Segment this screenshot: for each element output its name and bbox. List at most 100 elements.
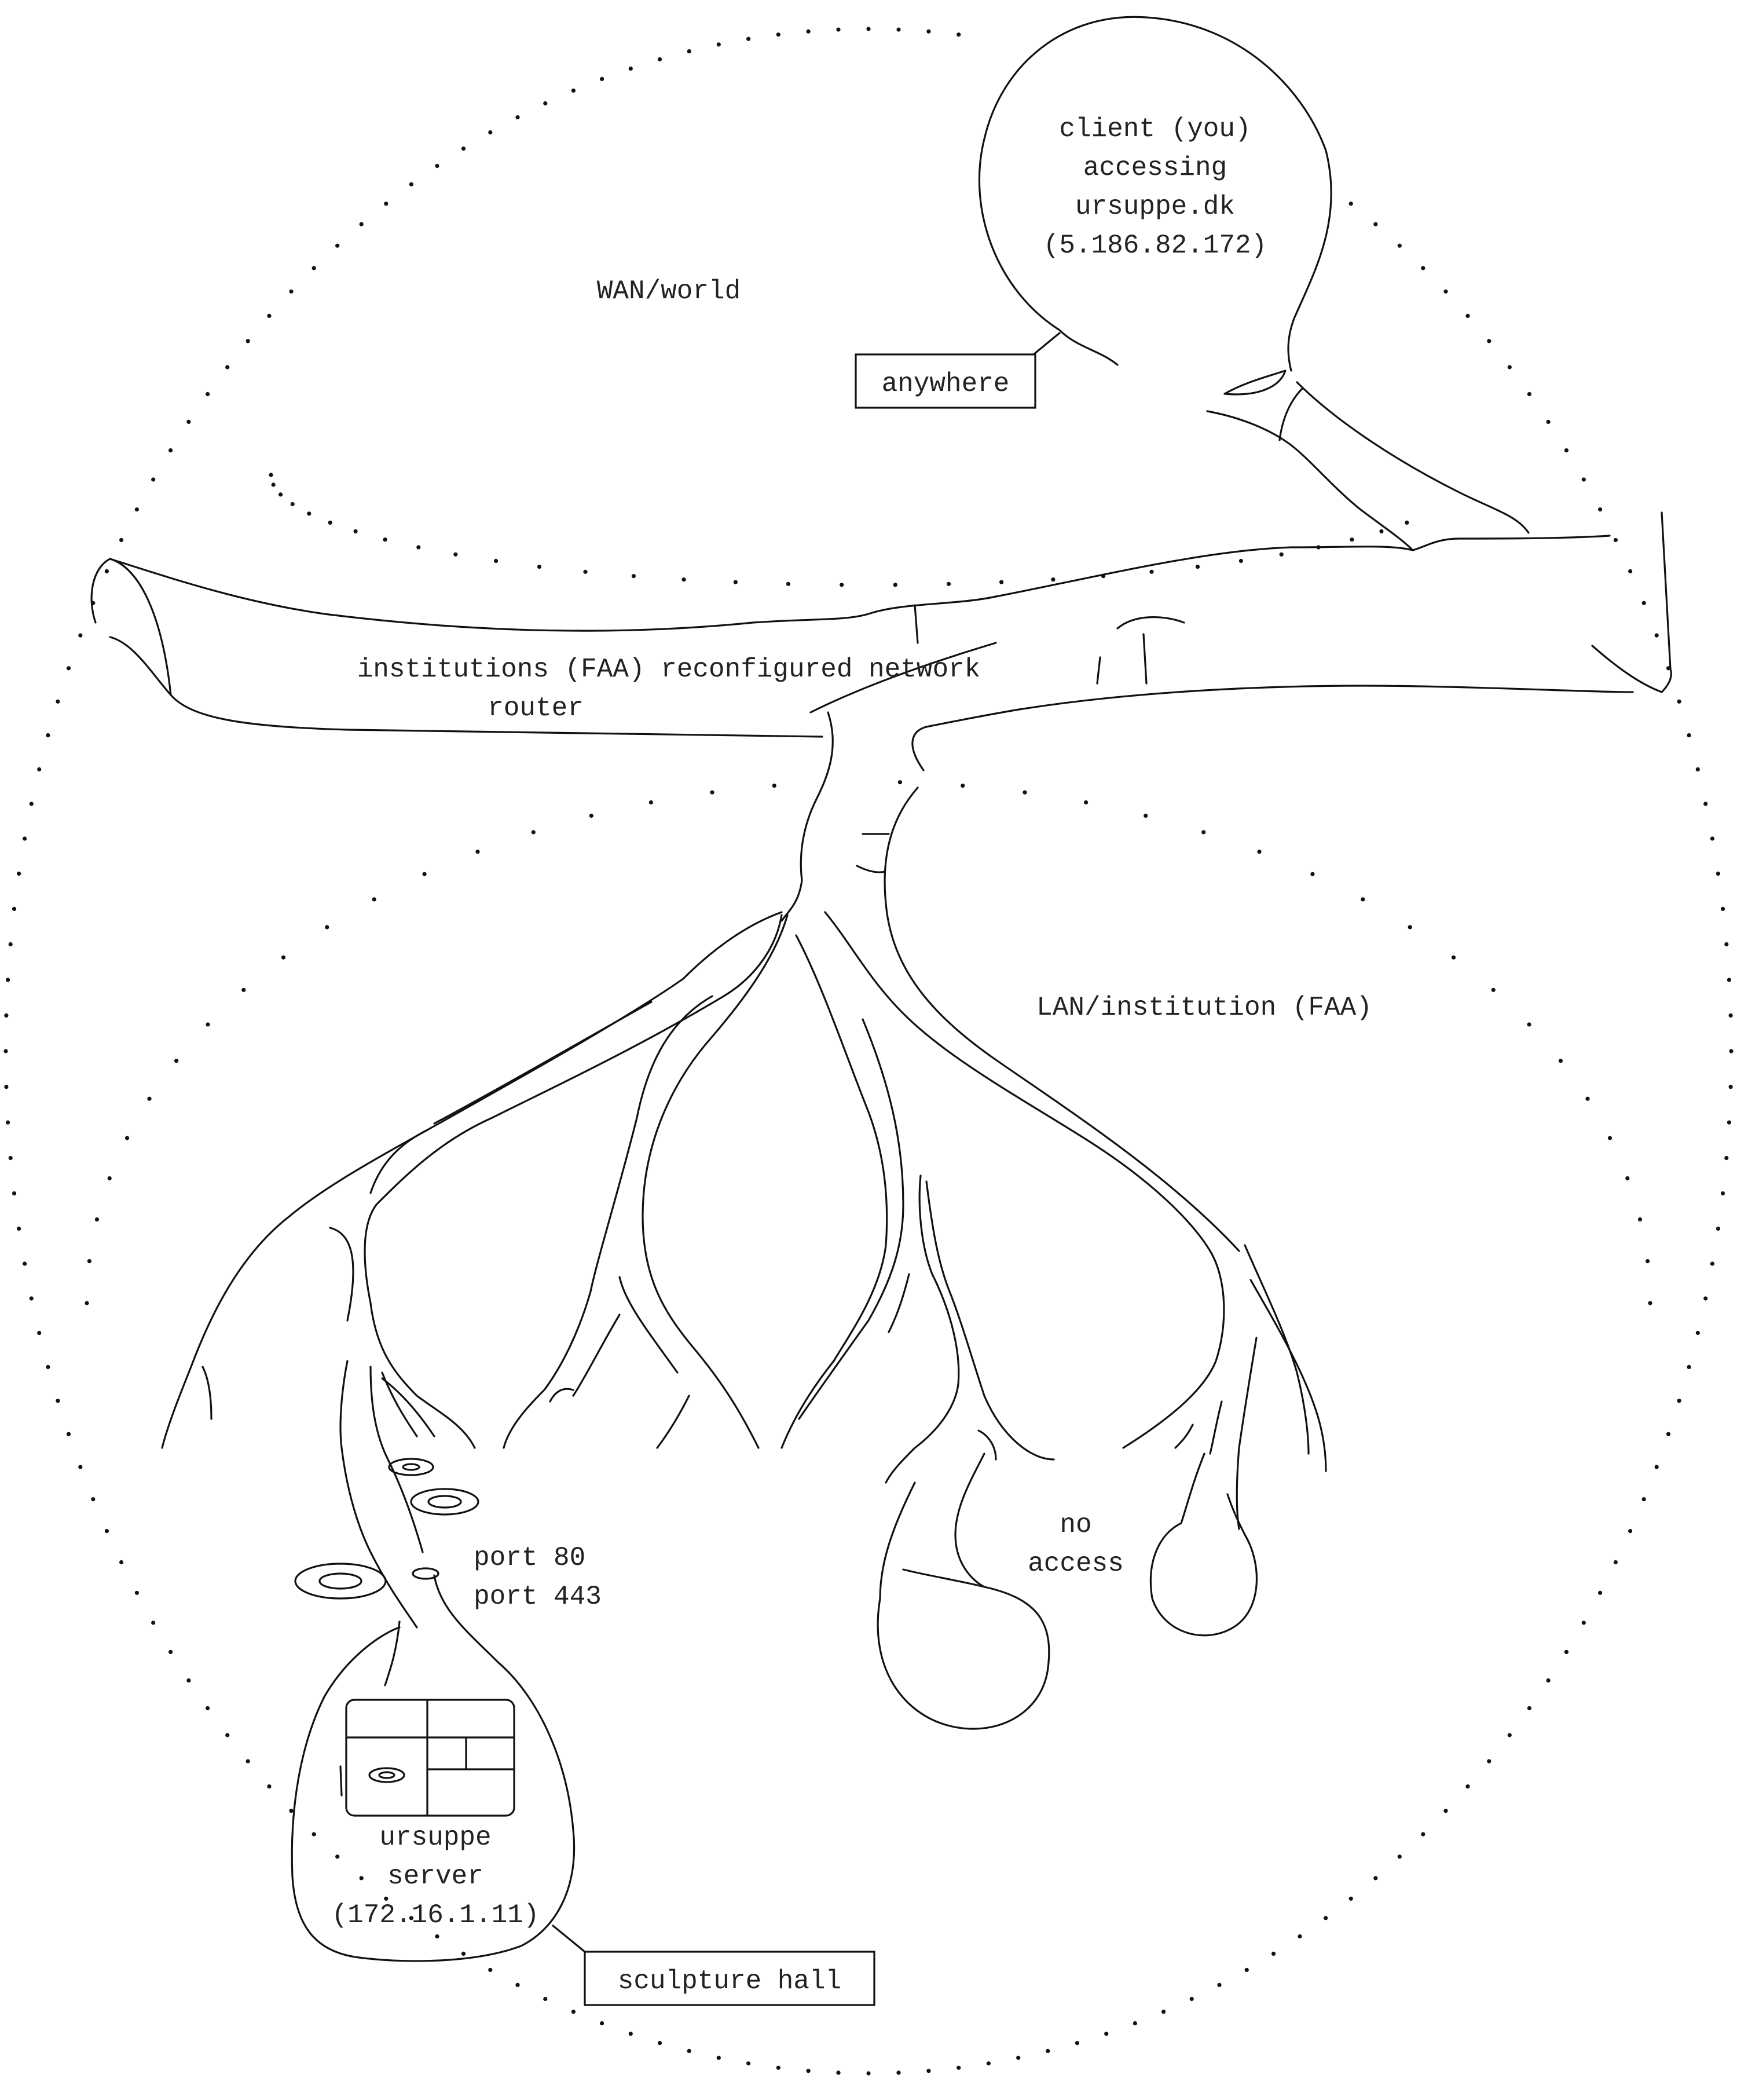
lan-boundary-dot: [1144, 814, 1148, 818]
boundary-dot: [1324, 1916, 1328, 1920]
boundary-dot: [1703, 802, 1707, 806]
boundary-dot: [135, 1591, 139, 1595]
server-leader-line: [553, 1926, 585, 1952]
no-access-bulb-left: [878, 1483, 1049, 1729]
boundary-dot: [289, 1809, 293, 1813]
trunk-right: [913, 727, 926, 770]
client-stem-notch: [1280, 388, 1303, 440]
lan-boundary-dot: [1648, 1301, 1652, 1305]
lan-boundary-dot: [206, 1022, 210, 1026]
boundary-dot: [658, 2041, 662, 2045]
boundary-dot: [1582, 1620, 1586, 1625]
lan-boundary-dot: [85, 1301, 89, 1305]
branch-5-f: [1237, 1338, 1256, 1529]
boundary-dot: [1443, 290, 1448, 294]
client-label-1: client (you): [1059, 114, 1251, 144]
branch-3: [643, 915, 787, 1448]
lan-boundary-dot: [1638, 1217, 1642, 1221]
boundary-dot: [1508, 1733, 1512, 1737]
port-80-label: port 80: [474, 1543, 585, 1573]
boundary-dot: [1729, 1085, 1733, 1089]
lan-boundary-dot: [372, 897, 376, 901]
router-mark-1: [915, 605, 918, 643]
boundary-dot: [1614, 538, 1618, 542]
wan-boundary-dot: [786, 582, 790, 586]
router-mark-2: [1097, 657, 1100, 683]
boundary-dot: [78, 1465, 82, 1469]
boundary-dot: [629, 67, 633, 71]
boundary-dot: [46, 1365, 50, 1369]
lan-boundary-dot: [898, 780, 902, 784]
sculpture-hall-box: sculpture hall: [585, 1952, 874, 2005]
boundary-dot: [1642, 601, 1646, 605]
boundary-dot: [957, 2066, 961, 2070]
boundary-dot: [225, 365, 229, 369]
lan-boundary-dot: [1527, 1022, 1531, 1026]
boundary-dot: [1245, 1968, 1249, 1972]
branch-5-e: [1251, 1280, 1326, 1471]
lan-boundary-dot: [423, 872, 427, 876]
boundary-dot: [1724, 942, 1728, 946]
sculpture-hall-label: sculpture hall: [618, 1966, 841, 1996]
boundary-dots: [3, 27, 1733, 2075]
router-top-edge: [110, 536, 1610, 631]
boundary-dot: [37, 767, 41, 771]
port-ring-large: [295, 1564, 386, 1598]
no-access-label-1: no: [1060, 1510, 1091, 1540]
boundary-dot: [30, 1296, 34, 1300]
boundary-dot: [78, 634, 82, 638]
wan-boundary-dot: [494, 559, 498, 563]
boundary-dot: [246, 339, 250, 343]
branch-3-c: [620, 1277, 677, 1373]
boundary-dot: [776, 32, 780, 36]
router-left-inner: [110, 637, 171, 695]
lan-boundary-dot: [1310, 872, 1314, 876]
boundary-dot: [571, 89, 576, 93]
boundary-dot: [1398, 1854, 1402, 1858]
boundary-dot: [1564, 1650, 1569, 1654]
boundary-dot: [4, 1085, 8, 1089]
boundary-dot: [1046, 2049, 1050, 2053]
boundary-dot: [360, 222, 364, 226]
wan-boundary-dot: [1051, 577, 1055, 581]
router-mark-arc: [1117, 617, 1184, 628]
boundary-dot: [1724, 1156, 1728, 1160]
branch-5-h: [1175, 1425, 1193, 1448]
lan-boundary-dot: [87, 1259, 91, 1263]
wan-boundary-dot: [947, 582, 951, 586]
boundary-dot: [896, 2070, 900, 2075]
boundary-dot: [1443, 1809, 1448, 1813]
boundary-dot: [1703, 1296, 1707, 1300]
lan-boundary-dot: [1585, 1097, 1589, 1101]
lan-boundary-dot: [1361, 897, 1365, 901]
wan-boundary-dot: [328, 521, 332, 525]
branch-1-outer: [162, 912, 782, 1448]
wan-boundary-dot: [1405, 521, 1409, 525]
boundary-dot: [384, 202, 388, 206]
boundary-dot: [105, 1529, 109, 1533]
lan-boundary-dot: [241, 988, 245, 992]
boundary-dot: [1687, 733, 1691, 737]
boundary-dot: [151, 1620, 155, 1625]
wan-boundary-dot: [1196, 565, 1200, 569]
lan-boundary-dot: [772, 784, 776, 788]
boundary-dot: [1016, 2056, 1020, 2060]
router-label-2: router: [488, 693, 584, 723]
wan-boundary-dot: [354, 529, 358, 533]
boundary-dot: [1727, 978, 1731, 982]
boundary-dot: [461, 147, 466, 151]
boundary-dot: [1398, 244, 1402, 248]
boundary-dot: [67, 666, 71, 670]
boundary-dot: [1598, 507, 1602, 511]
wan-boundary-dot: [1149, 570, 1153, 574]
wan-boundary-dot: [453, 553, 457, 557]
branch-2-b: [371, 1129, 428, 1193]
lan-boundary-dot: [108, 1176, 112, 1180]
lan-boundary-dot: [1257, 850, 1261, 854]
boundary-dot: [23, 1261, 27, 1265]
port-ring-small: [389, 1459, 433, 1475]
boundary-dot: [1721, 1191, 1725, 1195]
boundary-dot: [1487, 1759, 1491, 1764]
boundary-dot: [1271, 1952, 1276, 1956]
